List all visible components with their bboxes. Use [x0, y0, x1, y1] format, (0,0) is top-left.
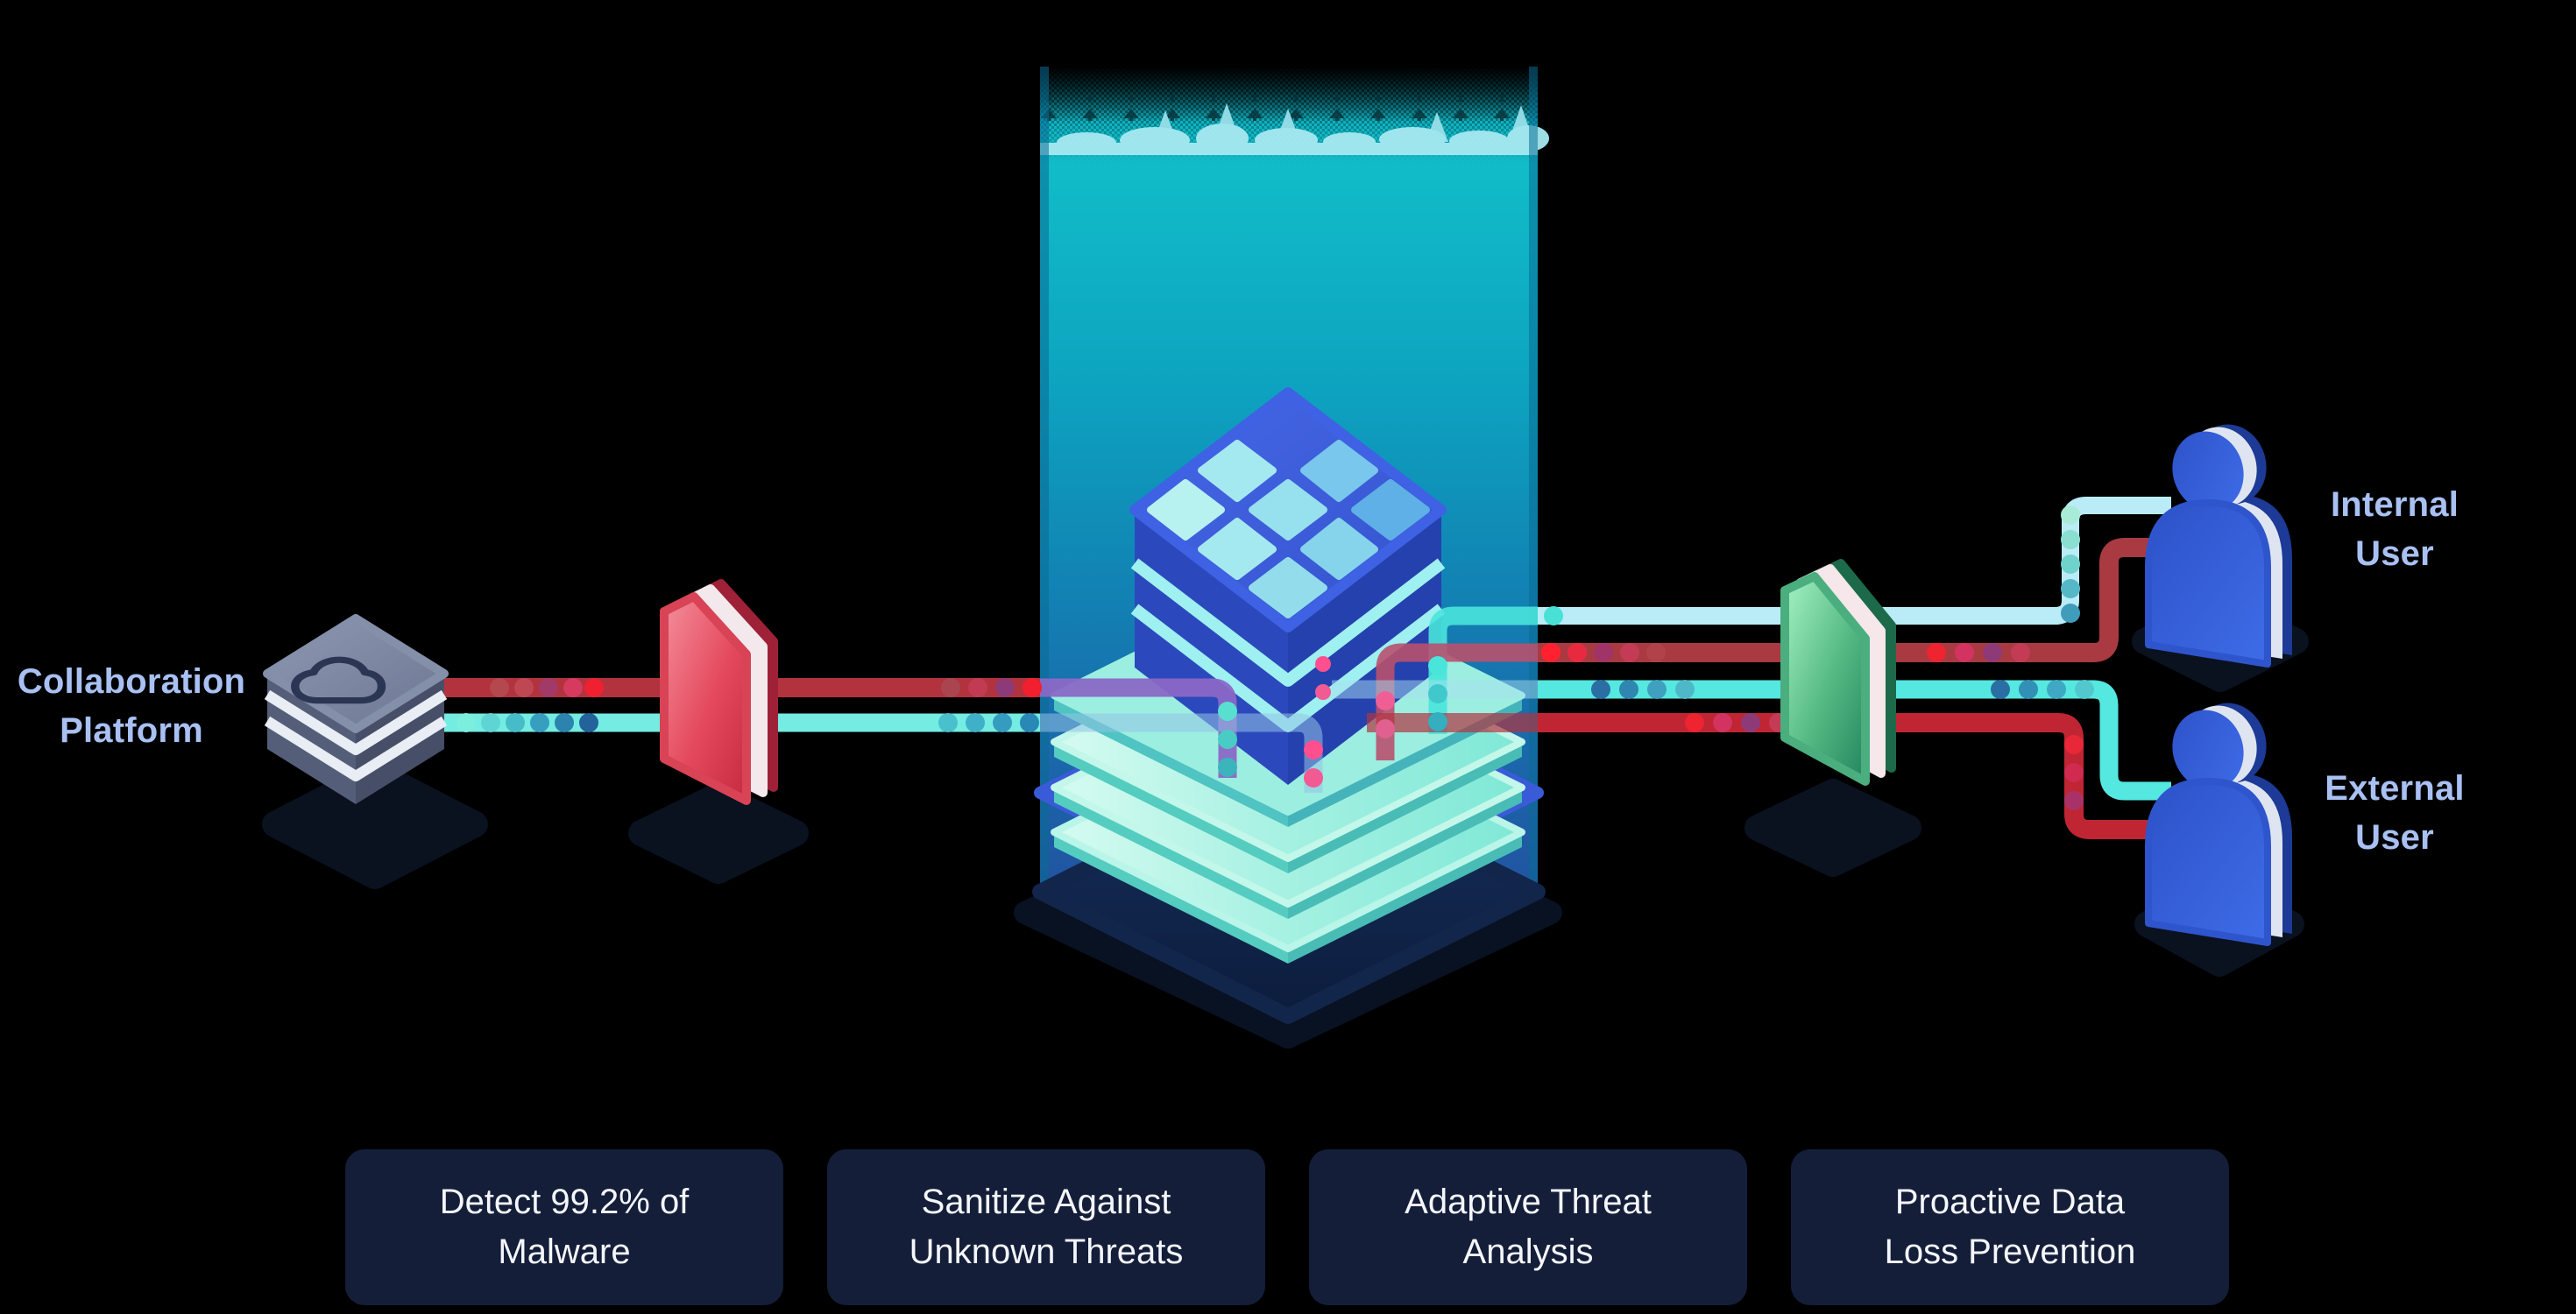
green-gate-shadow	[1744, 779, 1921, 877]
feature-card-detect: Detect 99.2% of Malware	[345, 1149, 783, 1305]
cube-grid-tiles	[1147, 440, 1430, 618]
beam-horizon-blobs	[1040, 103, 1549, 155]
sanitized-gate-green-icon	[1780, 559, 1896, 786]
feature-card-dlp: Proactive Data Loss Prevention	[1791, 1149, 2229, 1305]
outbound-particles	[1541, 505, 2094, 810]
feature-card-sanitize: Sanitize Against Unknown Threats	[827, 1149, 1265, 1305]
external-user-icon	[2145, 703, 2292, 946]
security-stack-icon	[1129, 387, 1447, 785]
red-gate-shadow	[628, 782, 809, 884]
cloud-icon	[291, 656, 386, 704]
internal-user-icon	[2145, 424, 2292, 668]
firewall-gate-red-icon	[660, 579, 778, 805]
inbound-particles	[456, 678, 1042, 732]
internal-user-label: Internal User	[2330, 485, 2459, 573]
platform-shadow	[262, 759, 488, 889]
outbound-darkred-line	[1538, 538, 2180, 662]
collaboration-platform-icon	[263, 614, 449, 804]
beam-internal-particles	[1218, 656, 1447, 788]
feature-card-adaptive: Adaptive Threat Analysis	[1309, 1149, 1747, 1305]
external-user-label: External User	[2325, 769, 2465, 857]
outbound-teal-line	[1538, 680, 2171, 801]
collaboration-platform-label: Collaboration Platform	[17, 662, 246, 750]
pale-flow-line	[1040, 713, 1323, 793]
